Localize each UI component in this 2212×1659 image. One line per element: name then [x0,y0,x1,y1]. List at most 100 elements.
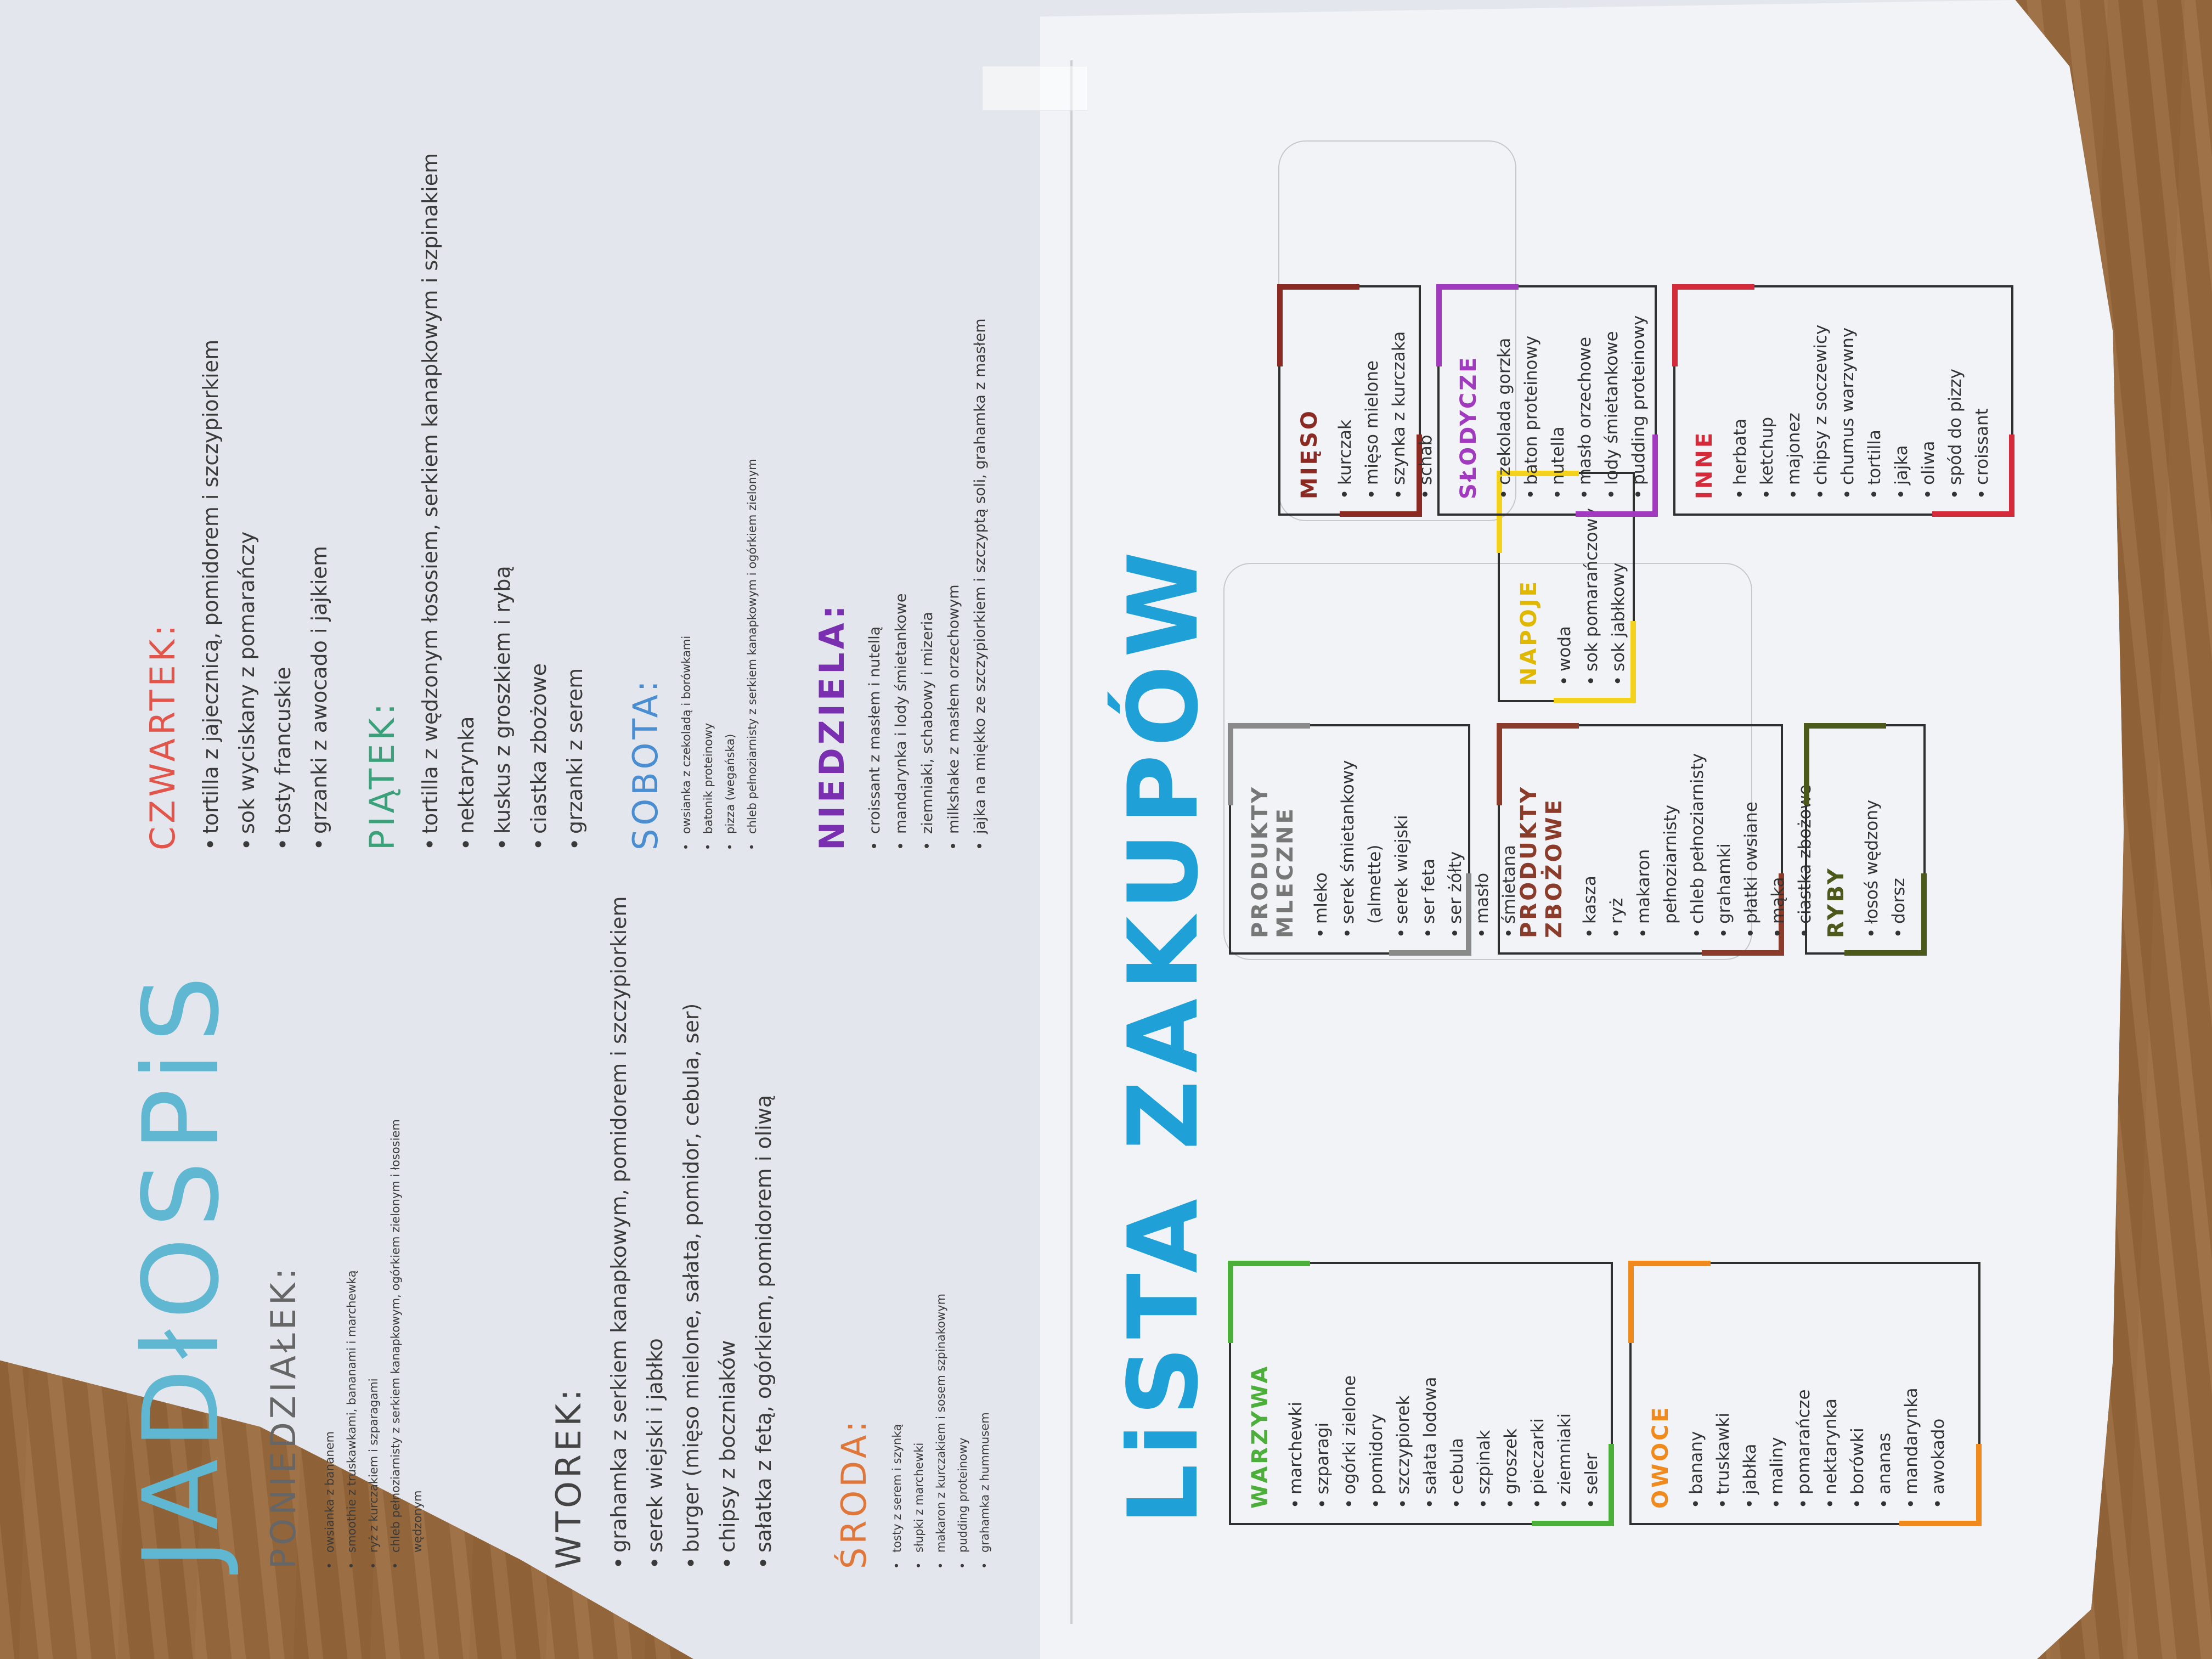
meal-item: sałatka z fetą, ogórkiem, pomidorem i ol… [746,856,782,1569]
meal-item: serek wiejski i jabłko [637,856,673,1569]
day-title-tuesday: WTOREK: [549,1386,589,1569]
meal-plan-title: JADłOSPiS [121,966,242,1569]
category-items: banany truskawki jabłka maliny pomarańcz… [1683,1278,1952,1509]
list-item: nektarynka [1818,1278,1844,1509]
category-box-other: INNE herbata ketchup majonez chipsy z so… [1672,284,2015,517]
category-box-sweets: SŁODYCZE czekolada gorzka baton proteino… [1436,284,1658,517]
day-title-thursday: CZWARTEK: [143,621,183,850]
day-saturday: SOBOTA: owsianka z czekoladą i borówkami… [625,137,763,850]
list-item: schab [1413,302,1440,499]
category-box-vegetables: WARZYWA marchewki szparagi ogórki zielon… [1228,1261,1614,1526]
list-item: awokado [1925,1278,1952,1509]
list-item: szczypiorek [1390,1278,1417,1509]
list-item: ser żółty [1442,741,1469,938]
list-item: oliwa [1915,302,1942,499]
category-items: kurczak mięso mielone szynka z kurczaka … [1332,302,1440,499]
list-item: mąka [1765,741,1792,938]
meals-saturday: owsianka z czekoladą i borówkami batonik… [675,137,763,850]
meal-item: grzanki z serem [557,137,593,850]
meals-monday: owsianka z bananem smoothie z truskawkam… [319,1075,428,1569]
category-items: czekolada gorzka baton proteinowy nutell… [1491,302,1652,499]
list-item: seler [1578,1278,1605,1509]
list-item: serek wiejski [1389,741,1415,938]
list-item: sok jabłkowy [1605,488,1632,686]
list-item: pomidory [1363,1278,1390,1509]
meal-item: grahamka z hummusem [974,1075,996,1569]
day-wednesday: ŚRODA: tosty z serem i szynką słupki z m… [834,1075,996,1569]
shopping-list-title: LiSTA ZAKUPÓW [1108,544,1220,1525]
category-box-grains: PRODUKTY ZBOŻOWE kasza ryż makaron pełno… [1497,723,1815,956]
meal-item: smoothie z truskawkami, bananami i march… [341,1075,363,1569]
meals-thursday: tortilla z jajecznicą, pomidorem i szczy… [193,137,337,850]
day-title-friday: PIĄTEK: [362,700,402,850]
poster-content: JADłOSPiS PONIEDZIAŁEK: owsianka z banan… [99,110,2074,1591]
list-item: pomarańcze [1791,1278,1818,1509]
meal-item: ryż z kurczakiem i szparagami [363,1075,385,1569]
category-items: kasza ryż makaron pełnoziarnisty chleb p… [1577,741,1819,938]
list-item: kasza [1577,741,1604,938]
meal-item: grahamka z serkiem kanapkowym, pomidorem… [601,856,637,1569]
meal-item: chleb pełnoziarnisty z serkiem kanapkowy… [385,1075,428,1569]
list-item: chipsy z soczewicy [1808,302,1835,499]
list-item: ananas [1871,1278,1898,1509]
list-item: sałata lodowa [1417,1278,1444,1509]
meal-item: pizza (wegańska) [719,137,741,850]
list-item: pieczarki [1525,1278,1551,1509]
list-item: tortilla [1861,302,1888,499]
day-title-wednesday: ŚRODA: [834,1417,874,1569]
list-item: banany [1683,1278,1710,1509]
meal-item: mandarynka i lody śmietankowe [888,137,915,850]
category-items: marchewki szparagi ogórki zielone pomido… [1283,1278,1605,1509]
meal-item: grzanki z awocado i jajkiem [301,137,337,850]
list-item: cebula [1444,1278,1471,1509]
list-item: szparagi [1310,1278,1336,1509]
list-item: ser feta [1415,741,1442,938]
day-sunday: NIEDZIELA: croissant z masłem i nutellą … [812,137,994,850]
meals-friday: tortilla z wędzonym łososiem, serkiem ka… [412,137,593,850]
list-item: ogórki zielone [1336,1278,1363,1509]
category-box-dairy: PRODUKTY MLECZNE mleko serek śmietankowy… [1228,723,1519,956]
day-thursday: CZWARTEK: tortilla z jajecznicą, pomidor… [143,137,337,850]
category-box-meat: MIĘSO kurczak mięso mielone szynka z kur… [1277,284,1436,517]
list-item: jabłka [1737,1278,1764,1509]
list-item: baton proteinowy [1518,302,1545,499]
list-item: herbata [1727,302,1754,499]
day-friday: PIĄTEK: tortilla z wędzonym łososiem, se… [362,137,593,850]
list-item: ketchup [1754,302,1781,499]
list-item: sok pomarańczowy [1578,488,1605,686]
meal-item: tortilla z jajecznicą, pomidorem i szczy… [193,137,229,850]
list-item: szynka z kurczaka [1386,302,1413,499]
meal-item: pudding proteinowy [952,1075,974,1569]
meal-item: nektarynka [448,137,484,850]
meal-item: ciastka zbożowe [521,137,557,850]
list-item: płatki owsiane [1738,741,1765,938]
list-item: dorsz [1886,741,1912,938]
list-item: chumus warzywny [1835,302,1861,499]
meal-item: tortilla z wędzonym łososiem, serkiem ka… [412,137,448,850]
category-items: woda sok pomarańczowy sok jabłkowy [1551,488,1632,686]
meal-item: chleb pełnoziarnisty z serkiem kanapkowy… [741,137,763,850]
category-items: herbata ketchup majonez chipsy z soczewi… [1727,302,1996,499]
list-item: woda [1551,488,1578,686]
list-item: masło [1469,741,1496,938]
list-item: maliny [1764,1278,1791,1509]
meals-wednesday: tosty z serem i szynką słupki z marchewk… [886,1075,996,1569]
list-item: ryż [1604,741,1630,938]
category-items: mleko serek śmietankowy (almette) serek … [1308,741,1523,938]
meal-item: batonik proteinowy [697,137,719,850]
meal-item: tosty francuskie [265,137,301,850]
meal-item: tosty z serem i szynką [886,1075,908,1569]
list-item: chleb pełnoziarnisty [1684,741,1711,938]
meal-item: chipsy z boczniaków [709,856,746,1569]
category-items: łosoś wędzony dorsz [1859,741,1912,938]
day-monday: PONIEDZIAŁEK: owsianka z bananem smoothi… [263,1075,428,1569]
meal-item: słupki z marchewki [908,1075,930,1569]
list-item: mleko [1308,741,1335,938]
meal-item: ziemniaki, schabowy i mizeria [915,137,941,850]
list-item: truskawki [1710,1278,1737,1509]
list-item: pudding proteinowy [1626,302,1652,499]
meals-sunday: croissant z masłem i nutellą mandarynka … [862,137,994,850]
meal-item: owsianka z bananem [319,1075,341,1569]
list-item: groszek [1498,1278,1525,1509]
list-item: kurczak [1332,302,1359,499]
